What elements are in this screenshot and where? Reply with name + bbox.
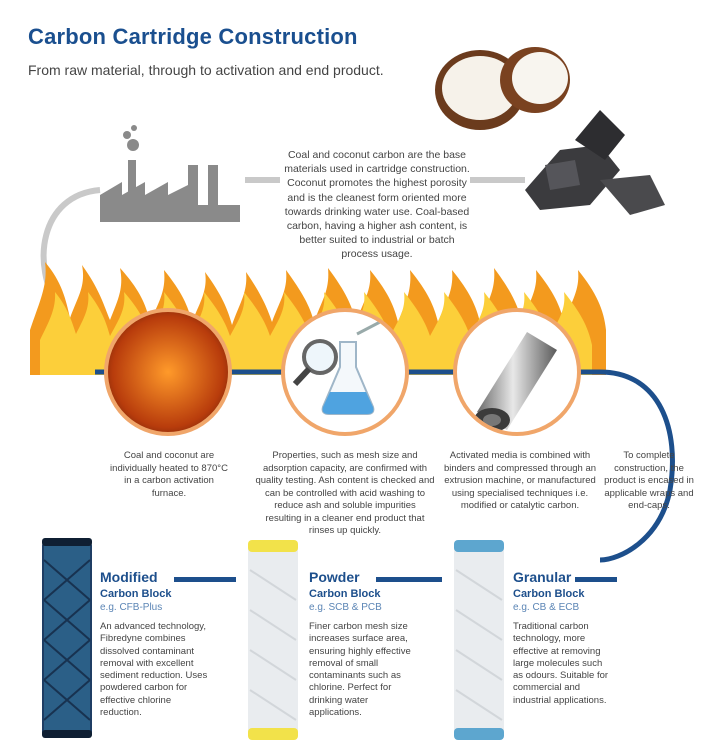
powder-name: Powder xyxy=(309,569,360,585)
filter-cartridge-powder xyxy=(248,540,298,740)
granular-title-bar xyxy=(575,577,617,582)
powder-description: Finer carbon mesh size increases surface… xyxy=(309,621,411,719)
modified-example: e.g. CFB-Plus xyxy=(100,602,163,613)
extrusion-circle xyxy=(453,308,581,436)
granular-description: Traditional carbon technology, more effe… xyxy=(513,621,609,706)
modified-title-bar xyxy=(174,577,236,582)
step-1-text: Coal and coconut are individually heated… xyxy=(110,450,228,499)
step-3-text: Activated media is combined with binders… xyxy=(443,450,597,511)
powder-subtitle: Carbon Block xyxy=(309,588,381,600)
flow-line-blue xyxy=(95,369,675,563)
lab-flask-icon xyxy=(292,320,381,415)
modified-subtitle: Carbon Block xyxy=(100,588,172,600)
step-4-text: To complete construction, the product is… xyxy=(604,450,694,511)
coconut-image xyxy=(435,47,570,130)
extrusion-tube-icon xyxy=(474,332,557,432)
filter-cartridge-granular xyxy=(454,540,504,740)
intro-text: Coal and coconut carbon are the base mat… xyxy=(284,149,470,261)
granular-name: Granular xyxy=(513,569,572,585)
powder-example: e.g. SCB & PCB xyxy=(309,602,382,613)
granular-example: e.g. CB & ECB xyxy=(513,602,580,613)
granular-subtitle: Carbon Block xyxy=(513,588,585,600)
lab-flask-circle xyxy=(281,308,409,436)
filter-cartridge-modified xyxy=(42,538,92,738)
modified-name: Modified xyxy=(100,569,158,585)
powder-title-bar xyxy=(376,577,442,582)
furnace-coals-image xyxy=(104,308,232,436)
page-subtitle: From raw material, through to activation… xyxy=(28,62,384,78)
step-2-text: Properties, such as mesh size and adsorp… xyxy=(255,450,435,536)
coal-image xyxy=(525,110,665,215)
factory-icon xyxy=(100,125,240,222)
page-title: Carbon Cartridge Construction xyxy=(28,24,358,49)
modified-description: An advanced technology, Fibredyne combin… xyxy=(100,621,208,719)
